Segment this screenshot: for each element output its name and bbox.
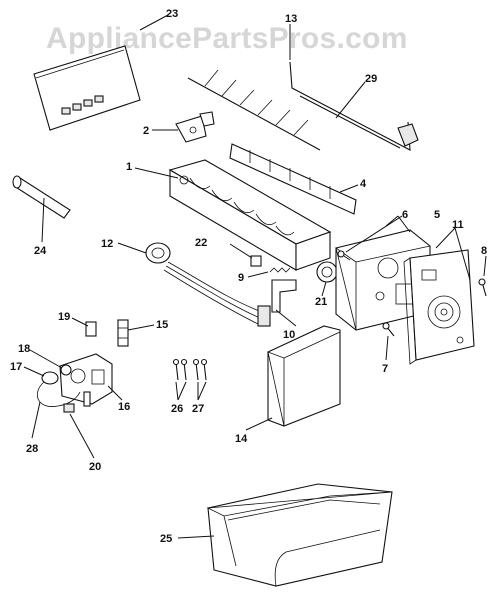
part-17-valve-inlet (41, 371, 59, 385)
part-1-mold (168, 159, 332, 271)
callout-19: 19 (58, 311, 70, 323)
part-8-screw (478, 278, 487, 297)
callout-labels: 23 13 29 2 1 4 24 12 22 9 21 10 6 5 11 8… (10, 8, 487, 545)
callout-20: 20 (89, 461, 101, 473)
part-11-motor (403, 249, 475, 365)
part-9-spring (269, 267, 291, 273)
leader-lines (23, 14, 487, 539)
callout-13: 13 (285, 13, 297, 25)
callout-23: 23 (166, 8, 178, 20)
callout-14: 14 (235, 433, 248, 445)
part-28-tube (36, 381, 81, 407)
part-22-clip (250, 255, 262, 267)
callout-7: 7 (382, 363, 388, 375)
callout-21: 21 (315, 296, 327, 308)
part-21-gear (316, 261, 338, 283)
part-4-stripper (229, 143, 357, 215)
part-10-bracket (271, 279, 297, 313)
part-27-screws (192, 358, 208, 381)
part-29-shutoff-arm (289, 61, 419, 151)
callout-22: 22 (195, 237, 207, 249)
part-15-fitting (117, 319, 129, 347)
callout-15: 15 (156, 319, 168, 331)
callout-2: 2 (143, 125, 149, 137)
part-13-ejector (187, 69, 321, 151)
part-23-plate (33, 45, 141, 131)
part-6-screw (337, 250, 351, 261)
part-20-clamp (63, 403, 75, 413)
part-24-rod (12, 175, 71, 219)
callout-8: 8 (481, 245, 487, 257)
callout-29: 29 (365, 73, 377, 85)
watermark: AppliancePartsPros.com (46, 22, 408, 55)
callout-1: 1 (126, 161, 132, 173)
callout-4: 4 (360, 178, 367, 190)
callout-10: 10 (283, 329, 295, 341)
callout-6: 6 (402, 209, 408, 221)
callout-5: 5 (434, 209, 440, 221)
part-14-cover (267, 325, 341, 427)
callout-27: 27 (192, 403, 204, 415)
callout-9: 9 (238, 272, 244, 284)
callout-11: 11 (452, 219, 464, 231)
callout-18: 18 (18, 343, 30, 355)
part-2-bracket (175, 111, 215, 143)
callout-12: 12 (101, 238, 113, 250)
callout-17: 17 (10, 361, 22, 373)
part-26-screws (172, 358, 188, 381)
callout-28: 28 (26, 443, 38, 455)
part-19-nut (85, 321, 97, 337)
part-25-ice-bin (206, 483, 393, 587)
callout-24: 24 (34, 245, 47, 257)
callout-25: 25 (160, 533, 172, 545)
part-12-harness (145, 242, 271, 327)
callout-16: 16 (118, 401, 130, 413)
part-16-water-valve (59, 353, 113, 407)
callout-26: 26 (171, 403, 183, 415)
part-18-valve-coil (60, 364, 72, 376)
part-7-screw (382, 322, 395, 337)
